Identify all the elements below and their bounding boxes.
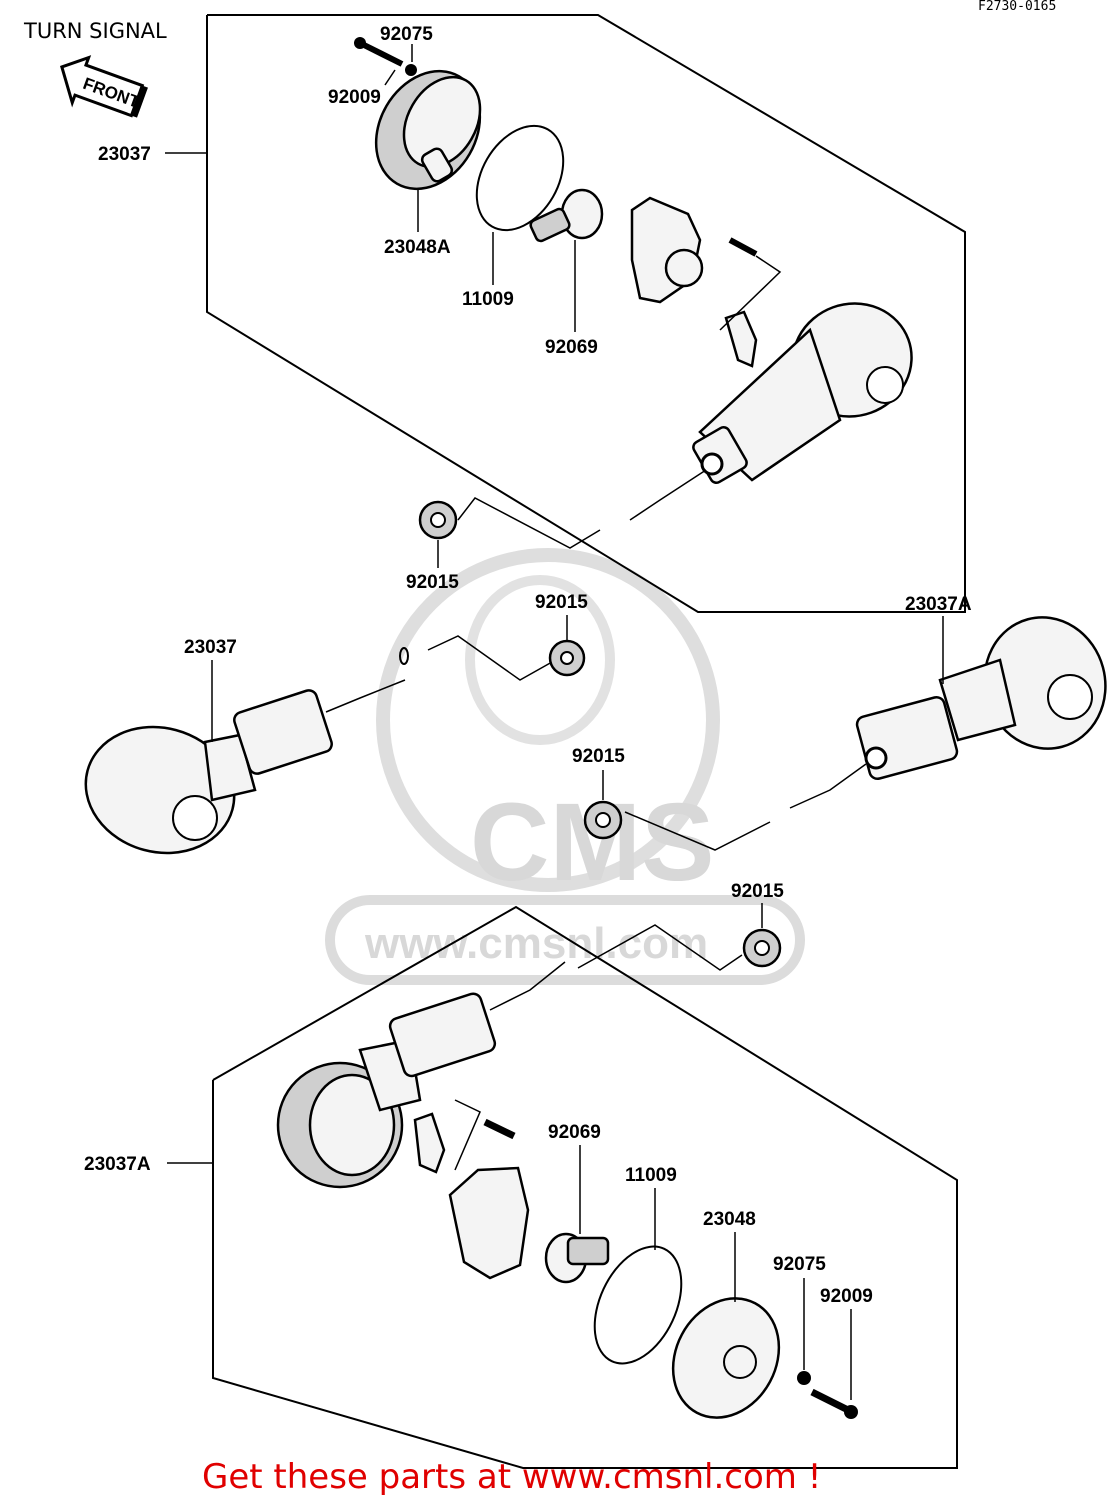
bottom-socket-bracket (448, 1166, 530, 1280)
left-nut (548, 639, 586, 677)
leader-top-92009 (384, 69, 396, 86)
bottom-clip-leader (454, 1099, 481, 1171)
right-nut-leader (624, 811, 771, 851)
bottom-turn-signal-housing (276, 961, 566, 1189)
top-socket-bracket (630, 196, 704, 304)
label-right-23037A: 23037A (905, 594, 972, 615)
top-o-ring (475, 124, 565, 232)
bottom-screw (810, 1388, 858, 1419)
top-clip-leader (719, 255, 782, 331)
label-top-92075: 92075 (380, 24, 433, 45)
label-top-23048A: 23048A (384, 237, 451, 258)
label-nut-b: 92015 (535, 592, 588, 613)
bottom-assembly-frame (212, 905, 958, 1469)
right-nut (583, 800, 623, 840)
label-nut-d: 92015 (731, 881, 784, 902)
bottom-small-screw (483, 1118, 516, 1140)
top-nut (418, 500, 458, 540)
label-nut-a: 92015 (406, 572, 459, 593)
top-bulb (529, 188, 604, 243)
cms-watermark: CMS www.cmsnl.com (325, 548, 805, 985)
top-nut-leader (457, 497, 601, 549)
drawing-code: F2730-0165 (978, 0, 1056, 14)
label-nut-c: 92015 (572, 746, 625, 767)
top-turn-signal-housing (629, 302, 913, 521)
label-top-23037: 23037 (98, 144, 151, 165)
footer-link[interactable]: Get these parts at www.cmsnl.com ! (202, 1457, 821, 1497)
page-title: TURN SIGNAL (23, 19, 167, 43)
bottom-washer (797, 1371, 811, 1385)
bottom-terminal-clip (413, 1112, 446, 1174)
bottom-o-ring (593, 1245, 683, 1365)
front-arrow: FRONT (60, 55, 148, 118)
label-top-11009: 11009 (462, 289, 514, 310)
label-bottom-23048: 23048 (703, 1209, 756, 1230)
bottom-bulb (544, 1232, 610, 1284)
top-small-screw (728, 237, 758, 257)
top-terminal-clip (724, 310, 758, 368)
top-screw (354, 37, 417, 76)
label-bottom-92075: 92075 (773, 1254, 826, 1275)
right-turn-signal (789, 616, 1107, 809)
label-bottom-23037A: 23037A (84, 1154, 151, 1175)
watermark-brand: CMS (470, 781, 714, 904)
label-top-92069: 92069 (545, 337, 598, 358)
label-bottom-92009: 92009 (820, 1286, 873, 1307)
left-nut-leader (427, 635, 553, 681)
bottom-nut-leader (577, 924, 743, 971)
bottom-nut (742, 928, 782, 968)
label-top-92009: 92009 (328, 87, 381, 108)
bottom-lens (671, 1297, 781, 1419)
label-bottom-11009: 11009 (625, 1165, 677, 1186)
label-bottom-92069: 92069 (548, 1122, 601, 1143)
top-assembly-frame (206, 14, 966, 613)
left-turn-signal (84, 647, 409, 855)
top-lens (374, 69, 482, 191)
label-left-23037: 23037 (184, 637, 237, 658)
